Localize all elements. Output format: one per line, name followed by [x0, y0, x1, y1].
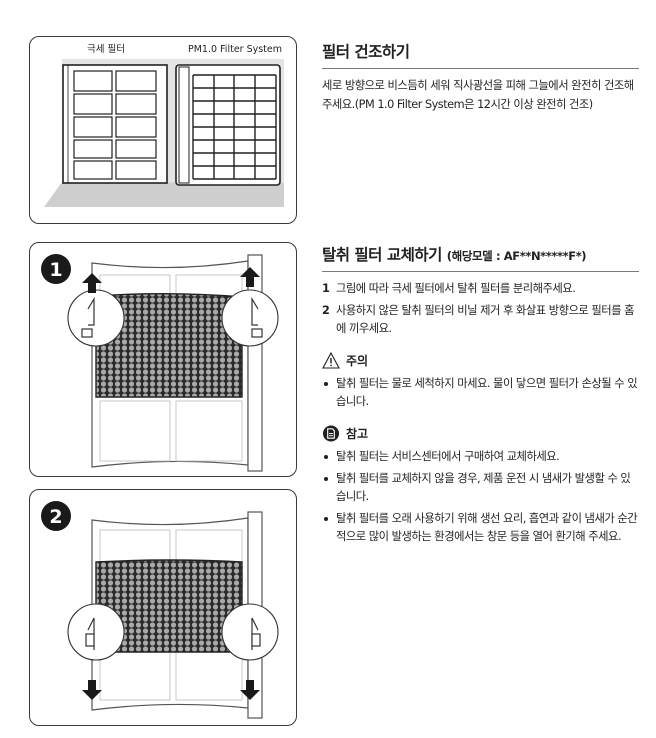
step-item: 1 그림에 따라 극세 필터에서 탈취 필터를 분리해주세요. — [322, 280, 639, 298]
note-list: 탈취 필터는 서비스센터에서 구매하여 교체하세요. 탈취 필터를 교체하지 않… — [322, 448, 639, 546]
section-filter-replace: 탈취 필터 교체하기 (해당모델 : AF**N*****F*) 1 그림에 따… — [322, 243, 639, 550]
note-item: 탈취 필터는 서비스센터에서 구매하여 교체하세요. — [322, 448, 639, 466]
step-text: 사용하지 않은 탈취 필터의 비닐 제거 후 화살표 방향으로 필터를 홈에 끼… — [336, 304, 635, 335]
section-title: 필터 건조하기 — [322, 40, 639, 69]
note-label: 참고 — [346, 427, 369, 441]
caution-heading: 주의 — [322, 352, 639, 369]
micro-filter-drawing — [62, 64, 168, 184]
step-number: 1 — [322, 282, 330, 295]
section-title-text: 탈취 필터 교체하기 — [322, 246, 442, 264]
filter-drying-illustration: 극세 필터 PM1.0 Filter System — [44, 43, 284, 207]
step-text: 그림에 따라 극세 필터에서 탈취 필터를 분리해주세요. — [336, 282, 576, 295]
step-badge-1 — [41, 254, 71, 284]
warning-triangle-icon — [322, 352, 340, 369]
step-badge-number: 2 — [49, 506, 62, 528]
step-2-illustration: 2 — [41, 501, 279, 719]
steps-list: 1 그림에 따라 극세 필터에서 탈취 필터를 분리해주세요. 2 사용하지 않… — [322, 280, 639, 338]
note-heading: 참고 — [322, 425, 639, 442]
model-note: (해당모델 : AF**N*****F*) — [446, 249, 587, 263]
label-micro-filter: 극세 필터 — [87, 43, 125, 55]
caution-label: 주의 — [346, 354, 369, 368]
step-number: 2 — [322, 304, 330, 317]
down-arrow-icon — [82, 680, 260, 700]
note-item: 탈취 필터를 교체하지 않을 경우, 제품 운전 시 냄새가 발생할 수 있습니… — [322, 470, 639, 506]
pm10-filter-drawing — [175, 64, 281, 186]
section-filter-drying: 필터 건조하기 세로 방향으로 비스듬히 세워 직사광선을 피해 그늘에서 완전… — [322, 40, 639, 114]
step-item: 2 사용하지 않은 탈취 필터의 비닐 제거 후 화살표 방향으로 필터를 홈에… — [322, 302, 639, 338]
section-title: 탈취 필터 교체하기 (해당모델 : AF**N*****F*) — [322, 243, 639, 272]
note-item: 탈취 필터를 오래 사용하기 위해 생선 요리, 흡연과 같이 냄새가 순간적으… — [322, 510, 639, 546]
step-1-illustration: 1 — [41, 254, 279, 472]
figure-step-1-remove: 1 — [29, 242, 297, 477]
label-pm10-filter: PM1.0 Filter System — [188, 44, 282, 55]
figure-step-2-insert: 2 — [29, 489, 297, 726]
step-badge-number: 1 — [49, 259, 62, 281]
note-document-icon — [322, 425, 340, 442]
section-body: 세로 방향으로 비스듬히 세워 직사광선을 피해 그늘에서 완전히 건조해 주세… — [322, 79, 634, 111]
caution-item: 탈취 필터는 물로 세척하지 마세요. 물이 닿으면 필터가 손상될 수 있습니… — [322, 375, 639, 411]
caution-list: 탈취 필터는 물로 세척하지 마세요. 물이 닿으면 필터가 손상될 수 있습니… — [322, 375, 639, 411]
figure-filter-drying: 극세 필터 PM1.0 Filter System — [29, 36, 297, 224]
step-badge-2 — [41, 501, 71, 531]
up-arrow-icon — [82, 267, 260, 293]
